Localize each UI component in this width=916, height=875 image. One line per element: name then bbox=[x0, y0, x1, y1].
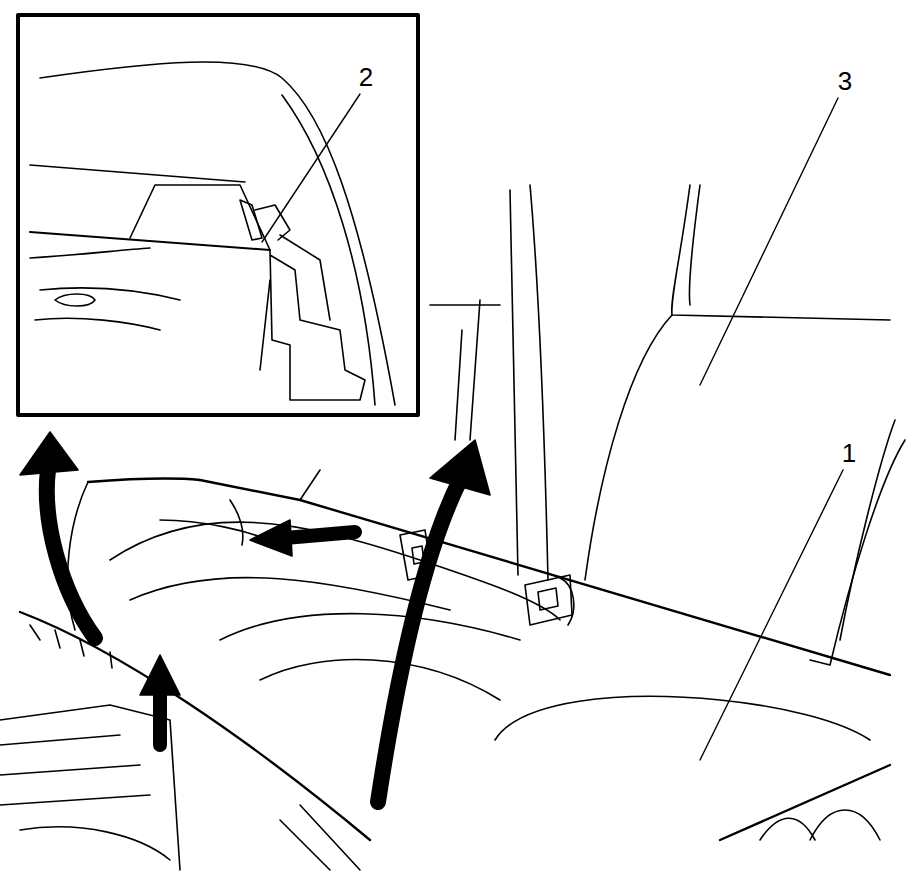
callout-number: 2 bbox=[359, 64, 373, 90]
callout-number: 3 bbox=[838, 68, 852, 94]
callout-number: 1 bbox=[842, 440, 856, 466]
